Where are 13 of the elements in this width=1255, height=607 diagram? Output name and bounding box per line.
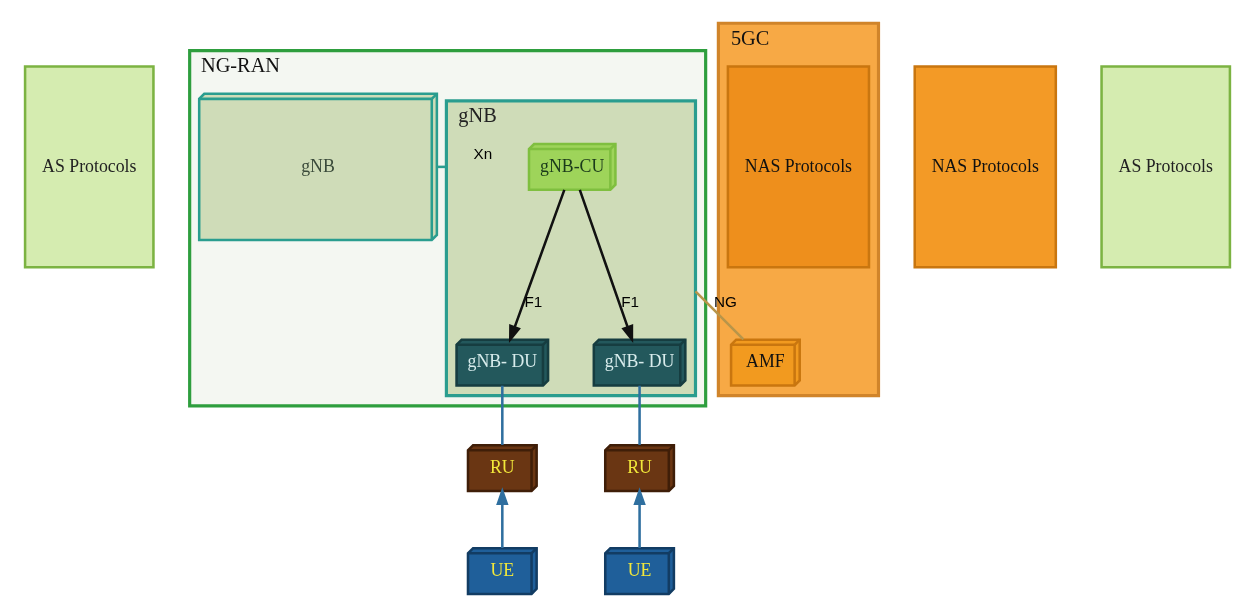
connector: [501, 385, 504, 445]
node-box: AS Protocols: [23, 65, 155, 269]
arrow: [633, 487, 646, 548]
edge-label: F1: [621, 293, 639, 311]
arrow: [496, 487, 509, 548]
edge-label: F1: [524, 293, 543, 311]
node-box: AS Protocols: [1100, 65, 1232, 269]
arrow: [508, 189, 566, 343]
connector: [638, 385, 641, 445]
arrow: [578, 189, 634, 343]
node-box: NAS Protocols: [726, 65, 871, 269]
node-box: NAS Protocols: [913, 65, 1058, 269]
edge-label: Xn: [473, 144, 493, 162]
